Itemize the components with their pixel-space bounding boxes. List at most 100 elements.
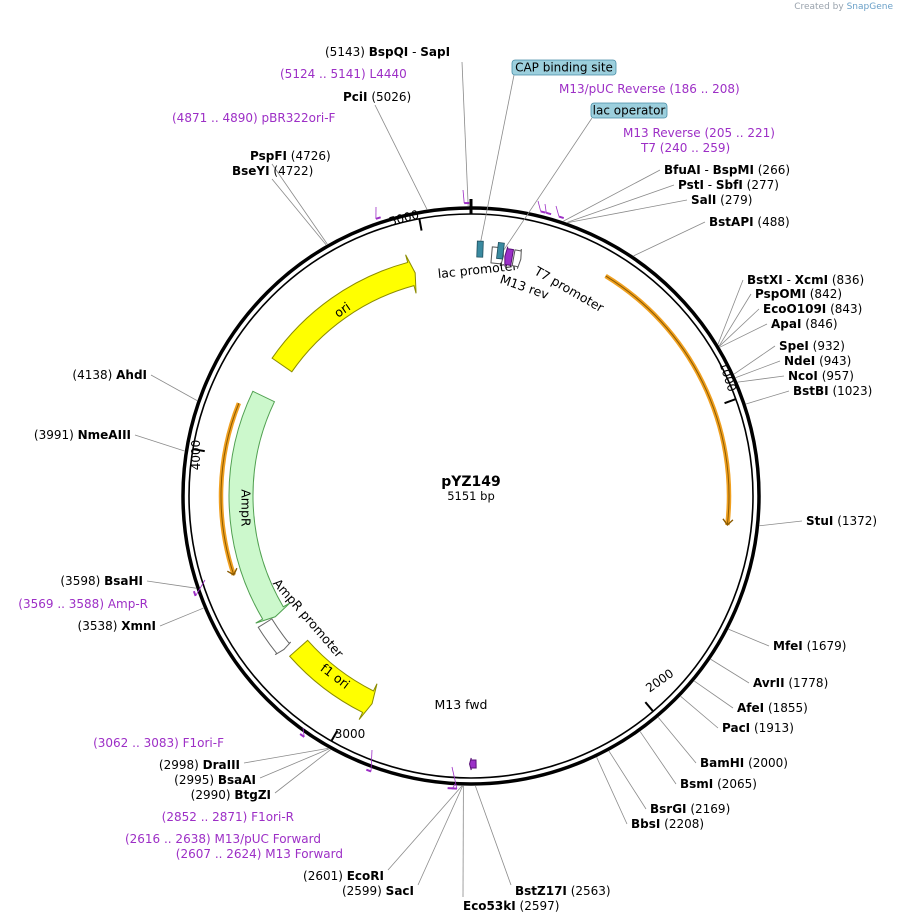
- site-name: BfuAI: [664, 163, 701, 177]
- site-label: PspOMI (842): [755, 287, 842, 301]
- site-xmni[interactable]: (3538) XmnI: [78, 607, 204, 633]
- site-label: Eco53kI (2597): [463, 899, 559, 913]
- site-ecori[interactable]: (2601) EcoRI: [303, 785, 463, 883]
- primer-m13-puc-reverse[interactable]: M13/pUC Reverse (186 .. 208): [537, 82, 740, 214]
- site-bsrgi[interactable]: BsrGI (2169): [608, 750, 730, 816]
- site-leader: [639, 731, 677, 785]
- site-leader: [146, 580, 197, 589]
- feature-ampr[interactable]: AmpR: [228, 390, 291, 624]
- site-name: SpeI: [779, 339, 809, 353]
- site-label: (2599) SacI: [342, 884, 414, 898]
- site-position: (277): [743, 178, 779, 192]
- site-leader: [710, 658, 750, 684]
- site-leader: [719, 323, 768, 348]
- site-paci[interactable]: PacI (1913): [680, 696, 794, 735]
- primer-f1ori-f[interactable]: (3062 .. 3083) F1ori-F: [93, 727, 305, 750]
- site-position: (2000): [744, 756, 788, 770]
- site-bstxi[interactable]: BstXI - XcmI (836): [717, 273, 864, 345]
- primer-label: (2616 .. 2638) M13/pUC Forward: [125, 832, 321, 846]
- primer-mark: [375, 216, 381, 220]
- site-ecoo109i[interactable]: EcoO109I (843): [719, 302, 862, 347]
- primer-m13-forward[interactable]: (2607 .. 2624) M13 Forward: [176, 766, 458, 861]
- site-leader: [243, 747, 329, 764]
- site-name: BsaAI: [218, 773, 256, 787]
- site-eco53ki[interactable]: Eco53kI (2597): [462, 785, 559, 913]
- primer-f1ori-r[interactable]: (2852 .. 2871) F1ori-R: [162, 749, 373, 824]
- site-label: EcoO109I (843): [763, 302, 862, 316]
- site-bamhi[interactable]: BamHI (2000): [657, 717, 788, 770]
- site-label: BbsI (2208): [631, 817, 704, 831]
- site-leader: [567, 199, 688, 224]
- site-position: (2563): [567, 884, 611, 898]
- site-bsaai[interactable]: (2995) BsaAI: [174, 748, 330, 787]
- primer-m13-reverse[interactable]: M13 Reverse (205 .. 221): [544, 126, 775, 216]
- site-apai[interactable]: ApaI (846): [719, 317, 838, 348]
- site-leader: [745, 390, 790, 405]
- site-pspomi[interactable]: PspOMI (842): [718, 287, 842, 347]
- primer-name: M13 Forward: [265, 847, 343, 861]
- site-bbsi[interactable]: BbsI (2208): [596, 757, 704, 831]
- primer-name: Amp-R: [108, 597, 148, 611]
- site-bstbi[interactable]: BstBI (1023): [745, 384, 872, 405]
- site-label: (4138) AhdI: [72, 368, 147, 382]
- site-position: (4138): [72, 368, 116, 382]
- box-group: CAP binding site lac operator: [476, 59, 668, 260]
- primer-l4440[interactable]: (5124 .. 5141) L4440: [280, 67, 470, 205]
- site-position: (2208): [660, 817, 704, 831]
- site-ncoi[interactable]: NcoI (957): [737, 369, 854, 383]
- site-bsahi[interactable]: (3598) BsaHI: [60, 574, 197, 589]
- box-label: lac operator: [593, 104, 666, 118]
- feature-ori[interactable]: ori: [271, 254, 417, 373]
- primer-name: F1ori-F: [183, 736, 224, 750]
- site-nmeaiii[interactable]: (3991) NmeAIII: [34, 428, 185, 452]
- center-group: pYZ149 5151 bp: [441, 474, 501, 503]
- primer-amp-r[interactable]: (3569 .. 3588) Amp-R: [18, 579, 206, 611]
- site-pcii[interactable]: PciI (5026): [343, 90, 428, 210]
- box-background: [511, 59, 617, 76]
- site-label: (5143) BspQI - SapI: [325, 45, 450, 59]
- site-psti[interactable]: PstI - SbfI (277): [567, 178, 779, 223]
- box-label: CAP binding site: [515, 61, 613, 75]
- site-ndei[interactable]: NdeI (943): [735, 354, 852, 378]
- site-bsmi[interactable]: BsmI (2065): [639, 731, 757, 791]
- site-bspqi[interactable]: (5143) BspQI - SapI: [325, 45, 469, 207]
- site-position: (2998): [159, 758, 203, 772]
- site-leader: [387, 785, 463, 871]
- primer-leader: [451, 766, 458, 789]
- site-afei[interactable]: AfeI (1855): [694, 680, 808, 715]
- site-avrii[interactable]: AvrII (1778): [710, 658, 829, 690]
- box-lac-operator[interactable]: lac operator: [500, 102, 668, 256]
- site-leader: [271, 178, 327, 246]
- site-draiii[interactable]: (2998) DraIII: [159, 747, 329, 772]
- primer-m13-puc-forward[interactable]: (2616 .. 2638) M13/pUC Forward: [125, 783, 456, 846]
- site-group: (5143) BspQI - SapI PciI (5026)PspFI (472…: [34, 45, 877, 913]
- site-bseyi[interactable]: BseYI (4722): [232, 164, 327, 246]
- primer-name: M13 Reverse: [623, 126, 705, 140]
- site-leader: [596, 757, 628, 825]
- site-position: (2601): [303, 869, 347, 883]
- site-spei[interactable]: SpeI (932): [733, 339, 845, 375]
- box-cap-binding-site[interactable]: CAP binding site: [478, 59, 617, 254]
- feature-m13-fwd[interactable]: M13 fwd: [434, 697, 488, 771]
- site-mfei[interactable]: MfeI (1679): [728, 628, 847, 653]
- site-sali[interactable]: SalI (279): [567, 193, 753, 224]
- site-bstapi[interactable]: BstAPI (488): [633, 215, 790, 257]
- site-ahdi[interactable]: (4138) AhdI: [72, 368, 198, 401]
- site-saci[interactable]: (2599) SacI: [342, 785, 464, 898]
- primer-leader: [370, 749, 373, 772]
- site-bfuai[interactable]: BfuAI - BspMI (266): [563, 163, 790, 222]
- primer-pbr322ori-f[interactable]: (4871 .. 4890) pBR322ori-F: [172, 111, 381, 220]
- primer-range: (5124 .. 5141): [280, 67, 370, 81]
- site-stui[interactable]: StuI (1372): [759, 514, 877, 528]
- site-label: (3598) BsaHI: [60, 574, 143, 588]
- primer-t7[interactable]: T7 (240 .. 259): [555, 141, 730, 220]
- site-leader: [475, 785, 512, 886]
- site-pspfi[interactable]: PspFI (4726): [250, 149, 331, 245]
- site-position: (2990): [191, 788, 235, 802]
- site-label: (3991) NmeAIII: [34, 428, 131, 442]
- site-leader: [461, 61, 469, 207]
- site-name: BstBI: [793, 384, 829, 398]
- site-bstz17i[interactable]: BstZ17I (2563): [475, 785, 611, 898]
- site-btgzi[interactable]: (2990) BtgZI: [191, 749, 331, 802]
